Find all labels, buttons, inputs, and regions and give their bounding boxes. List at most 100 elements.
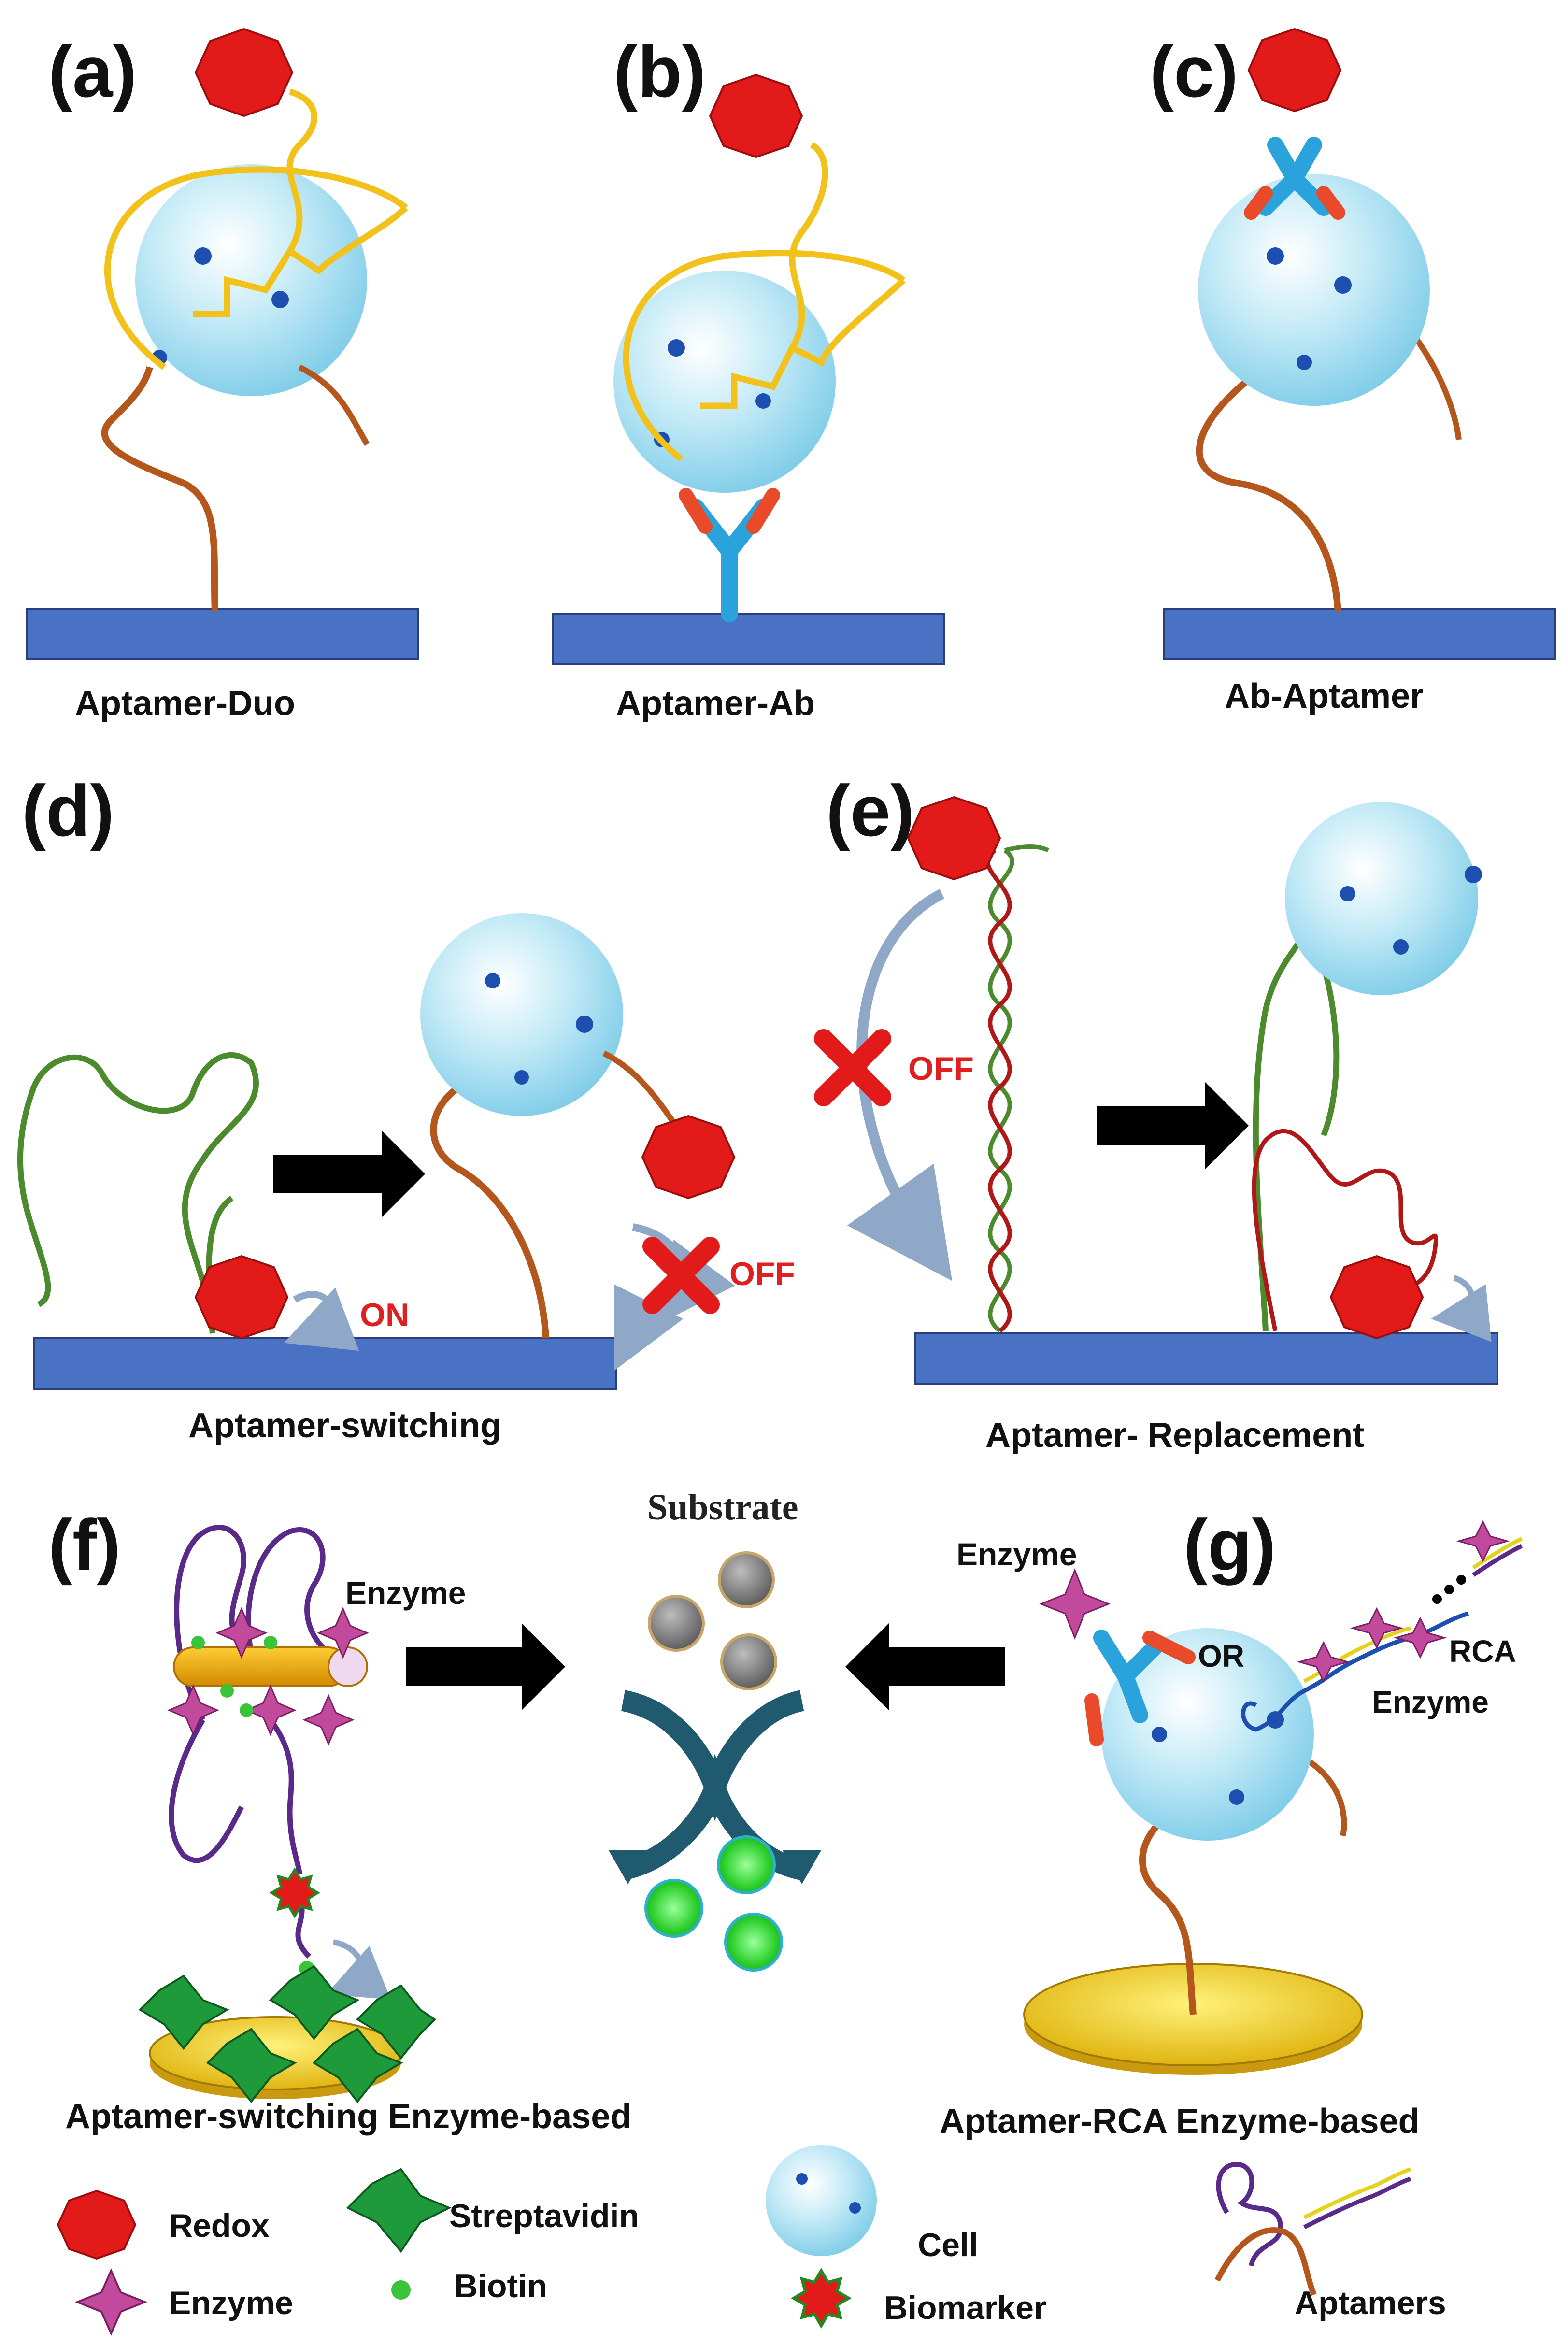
streptavidin-icon bbox=[206, 2028, 297, 2103]
purple-aptamer-strand bbox=[245, 1527, 330, 1655]
legend: Redox Enzyme Streptavidin Biotin Cell Bi… bbox=[57, 2145, 1446, 2336]
cell-receptor bbox=[514, 1070, 529, 1085]
cell-receptor bbox=[668, 339, 685, 357]
substrate-molecule bbox=[718, 1551, 775, 1608]
biotin-icon bbox=[240, 1703, 253, 1717]
panel-c-letter: (c) bbox=[1150, 31, 1238, 112]
antibody-icon bbox=[1257, 137, 1332, 216]
green-aptamer-strand bbox=[1321, 965, 1340, 1137]
legend-streptavidin-icon bbox=[346, 2168, 452, 2253]
off-label: OFF bbox=[908, 1050, 974, 1087]
legend-cell-label: Cell bbox=[918, 2227, 978, 2263]
enzyme-icon bbox=[1393, 1616, 1447, 1659]
gold-nanorod-end bbox=[328, 1646, 368, 1687]
enzyme-icon bbox=[302, 1694, 355, 1746]
off-label: OFF bbox=[729, 1256, 795, 1292]
cell-icon bbox=[1101, 1628, 1314, 1841]
panel-f: (f) Enzyme Aptamer-switchin bbox=[48, 1504, 631, 2136]
substrate-reaction: Substrate bbox=[406, 1487, 1005, 1972]
cell-receptor bbox=[1297, 355, 1312, 370]
electron-transfer-arrow bbox=[1431, 1275, 1492, 1342]
enzyme-icon bbox=[167, 1684, 219, 1736]
panel-b-letter: (b) bbox=[613, 31, 706, 112]
panel-c-caption: Ab-Aptamer bbox=[1225, 677, 1424, 715]
electron-transfer-arrow bbox=[284, 1287, 359, 1351]
streptavidin-icon bbox=[138, 1974, 229, 2050]
cell-receptor bbox=[849, 2202, 861, 2214]
purple-aptamer-strand bbox=[174, 1525, 253, 1721]
yellow-aptamer-strand bbox=[789, 142, 828, 350]
panel-g-letter: (g) bbox=[1183, 1504, 1276, 1586]
arrow-head bbox=[783, 1850, 821, 1884]
cell-receptor bbox=[1465, 866, 1482, 883]
cell-receptor bbox=[1229, 1789, 1244, 1805]
cell-icon bbox=[420, 913, 623, 1116]
brown-aptamer-strand bbox=[430, 1084, 549, 1339]
panel-f-caption: Aptamer-switching Enzyme-based bbox=[65, 2097, 631, 2136]
redox-icon bbox=[1329, 1255, 1424, 1340]
redox-icon bbox=[194, 28, 294, 117]
redox-icon bbox=[1247, 28, 1342, 113]
yellow-aptamer-strand bbox=[623, 250, 906, 462]
yellow-aptamer-strand bbox=[286, 88, 318, 253]
streptavidin-icon bbox=[356, 1984, 437, 2060]
enzyme-icon bbox=[1350, 1607, 1404, 1649]
panel-e-letter: (e) bbox=[826, 770, 914, 851]
product-molecule bbox=[644, 1879, 703, 1938]
electron-transfer-arrow bbox=[326, 1939, 391, 2000]
blocked-x-icon bbox=[814, 1029, 891, 1106]
legend-biomarker-label: Biomarker bbox=[884, 2289, 1046, 2326]
legend-aptamers-icon bbox=[1214, 2161, 1411, 2296]
cell-receptor bbox=[796, 2173, 808, 2185]
panel-d-letter: (d) bbox=[22, 770, 114, 851]
panel-b: (b) Aptamer-Ab bbox=[552, 31, 945, 723]
biotin-icon bbox=[191, 1636, 205, 1649]
substrate-label: Substrate bbox=[647, 1487, 798, 1528]
cell-receptor bbox=[1334, 276, 1352, 294]
enzyme-icon bbox=[244, 1684, 297, 1736]
enzyme-icon bbox=[1456, 1520, 1510, 1562]
cell-receptor bbox=[576, 1016, 593, 1033]
panel-g: (g) Enzyme OR RCA Enzyme Aptamer-RCA Enz… bbox=[940, 1504, 1523, 2141]
electrode bbox=[26, 608, 419, 660]
product-molecules bbox=[644, 1835, 783, 1972]
substrate-molecule bbox=[648, 1595, 705, 1652]
green-aptamer-strand bbox=[1004, 844, 1050, 853]
brown-aptamer-strand bbox=[1196, 379, 1341, 612]
biotin-icon bbox=[220, 1684, 234, 1698]
cell-receptor bbox=[1152, 1727, 1167, 1742]
purple-aptamer-strand bbox=[1472, 1544, 1523, 1577]
panel-c: (c) Ab-Aptamer bbox=[1150, 28, 1556, 715]
green-aptamer-strand bbox=[17, 1052, 259, 1334]
panel-f-letter: (f) bbox=[48, 1504, 121, 1586]
biotin-icon bbox=[264, 1636, 277, 1649]
purple-aptamer-strand bbox=[268, 1718, 302, 1875]
enzyme-icon bbox=[1297, 1641, 1351, 1683]
electrode bbox=[1163, 608, 1556, 660]
antibody-icon bbox=[1093, 1630, 1163, 1723]
substrate-molecule bbox=[720, 1633, 777, 1690]
red-complementary-strand bbox=[985, 848, 1012, 1333]
gold-nanorod bbox=[173, 1646, 349, 1687]
legend-aptamers-label: Aptamers bbox=[1295, 2285, 1446, 2321]
panel-a-caption: Aptamer-Duo bbox=[75, 684, 295, 723]
electron-transfer-arrow bbox=[847, 889, 953, 1281]
enzyme-label: Enzyme bbox=[345, 1575, 466, 1611]
antibody-binding-site bbox=[1084, 1631, 1196, 1746]
legend-redox-icon bbox=[57, 2189, 137, 2260]
enzyme-icon bbox=[1039, 1568, 1111, 1640]
blocked-x-icon bbox=[642, 1237, 720, 1314]
flow-arrow-left bbox=[845, 1623, 1005, 1710]
legend-enzyme-label: Enzyme bbox=[169, 2285, 293, 2321]
enzyme2-label: Enzyme bbox=[1372, 1685, 1489, 1719]
panel-d: (d) ON OFF Aptamer-switching bbox=[17, 770, 795, 1445]
legend-cell-icon bbox=[766, 2145, 877, 2256]
product-molecule bbox=[717, 1835, 776, 1894]
cell-receptor bbox=[1267, 247, 1284, 265]
red-complementary-strand bbox=[1252, 1129, 1438, 1331]
electrode bbox=[552, 613, 945, 665]
cell-receptor bbox=[755, 393, 771, 409]
rca-strand-yellow bbox=[1472, 1537, 1523, 1570]
biomarker-icon bbox=[269, 1867, 320, 1918]
